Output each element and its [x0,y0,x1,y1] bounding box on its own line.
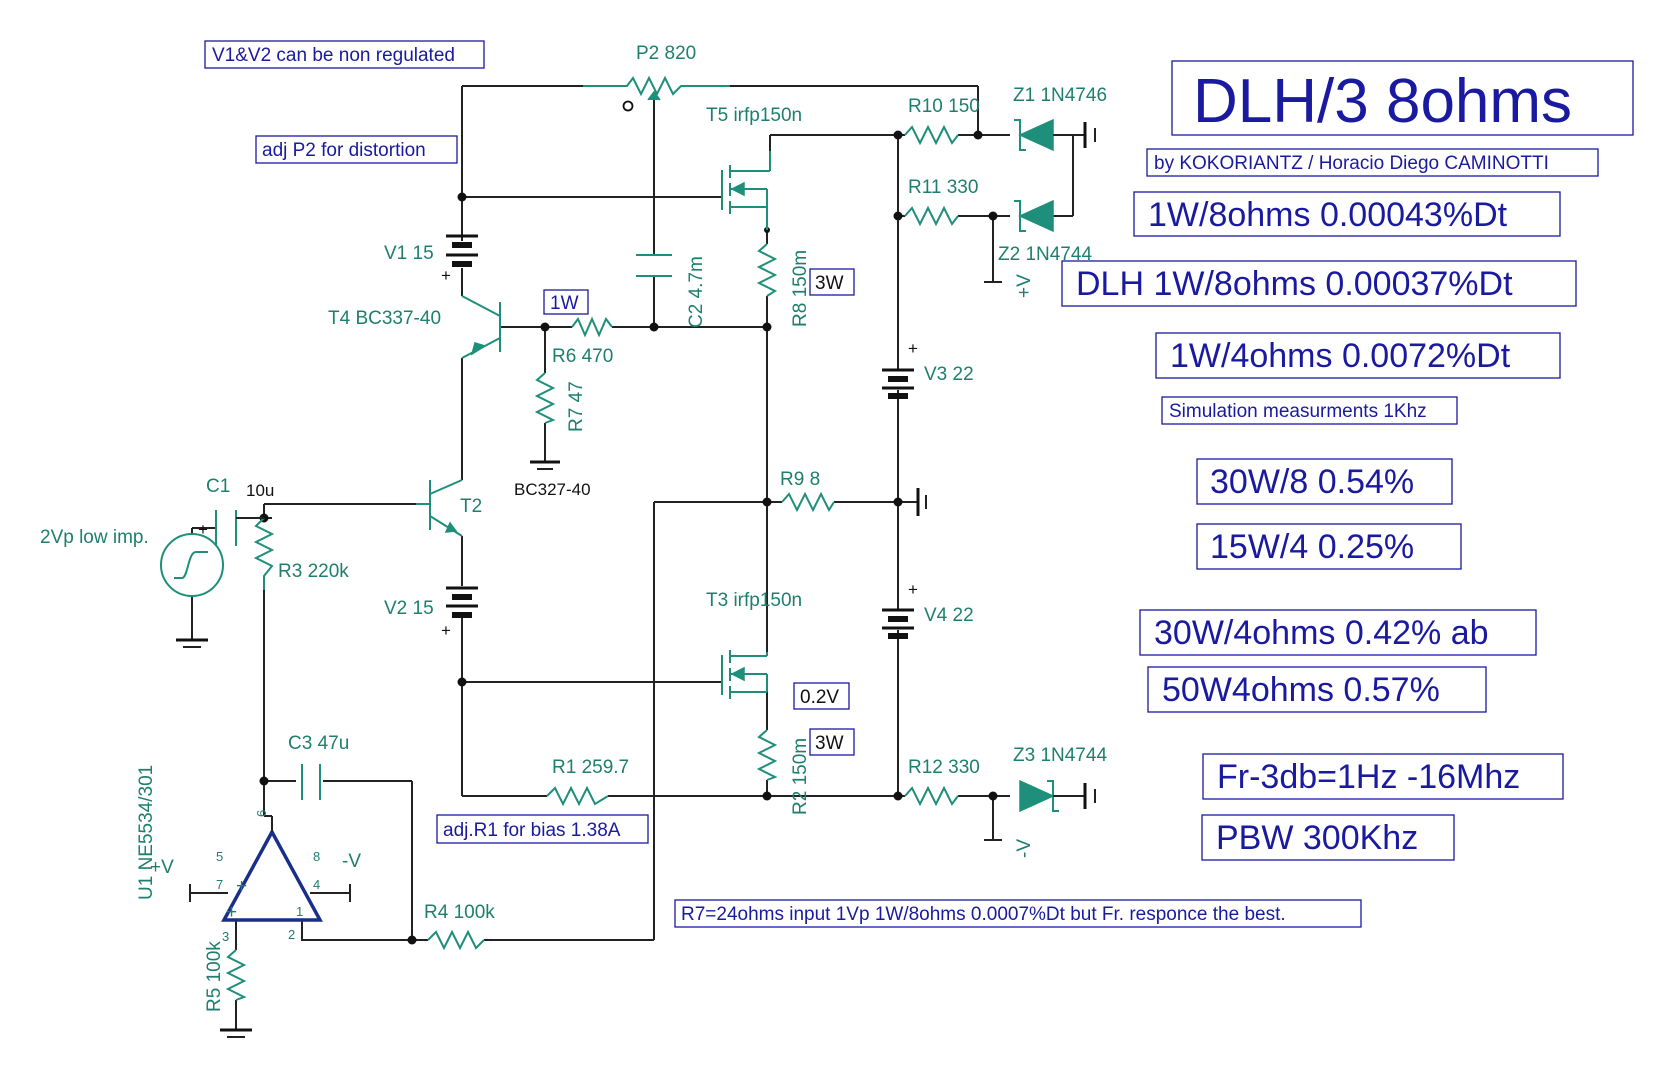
result-1w-4ohms: 1W/4ohms 0.0072%Dt [1170,337,1511,375]
result-50w-4ohms: 50W4ohms 0.57% [1162,671,1440,709]
results-block: 1W/8ohms 0.00043%Dt DLH 1W/8ohms 0.00037… [1061,191,1577,861]
result-pbw: PBW 300Khz [1216,819,1418,857]
capacitors [215,254,672,800]
t2-label: T2 [460,496,482,517]
v3-label: V3 22 [924,364,974,385]
note-r7: R7=24ohms input 1Vp 1W/8ohms 0.0007%Dt b… [681,904,1286,925]
junction-dots [259,130,998,945]
result-1w-8ohms: 1W/8ohms 0.00043%Dt [1148,196,1508,234]
pin3: 3 [222,929,229,944]
pin2: 2 [288,927,295,942]
v4-plus: + [908,580,918,599]
z3-minus-v-label: -V [1014,839,1035,858]
r4-resistor [427,929,485,951]
source-label: 2Vp low imp. [40,527,149,548]
p2-resistor [583,75,730,97]
r5-resistor [225,949,247,1001]
result-15w-4: 15W/4 0.25% [1210,528,1414,566]
resistors [225,75,959,1001]
pin4: 4 [313,877,320,892]
note-3w-r8: 3W [815,273,844,294]
result-30w-4ohms: 30W/4ohms 0.42% ab [1154,614,1489,652]
component-labels: P2 820 T5 irfp150n R10 150 Z1 1N4746 R11… [40,43,1107,1012]
v1-label: V1 15 [384,243,434,264]
r8-resistor [756,243,778,297]
r12-resistor [904,785,959,807]
z1-label: Z1 1N4746 [1013,85,1107,106]
note-0-2v: 0.2V [800,687,839,708]
c2-label: C2 4.7m [686,256,707,328]
opamp-plus-v-label: +V [150,857,174,878]
v1-plus: + [441,266,451,285]
pin5: 5 [216,849,223,864]
r3-label: R3 220k [278,561,349,582]
t5-label: T5 irfp150n [706,105,802,126]
diodes [1014,118,1096,813]
r2-label: R2 150m [790,738,811,815]
r10-resistor [904,124,959,146]
t4-label: T4 BC337-40 [328,308,441,329]
r8-label: R8 150m [790,250,811,327]
r7-label: R7 47 [566,381,587,432]
note-1w: 1W [550,293,579,314]
pin6: 6 [254,810,269,817]
bc327-label: BC327-40 [514,480,591,499]
c1-label: C1 [206,476,230,497]
z2-label: Z2 1N4744 [998,244,1092,265]
r11-label: R11 330 [908,177,978,198]
pin8: 8 [313,849,320,864]
note-adj-p2: adj P2 for distortion [262,140,426,161]
note-3w-r2: 3W [815,733,844,754]
pin1: 1 [296,904,303,919]
title-block: DLH/3 8ohms by KOKORIANTZ / Horacio Dieg… [1146,60,1634,177]
result-sim-note: Simulation measurments 1Khz [1169,401,1427,422]
c1-value: 10u [246,481,274,500]
opamp-plus-sign-2: + [226,902,237,923]
title-author: by KOKORIANTZ / Horacio Diego CAMINOTTI [1154,153,1549,174]
r5-label: R5 100k [204,941,225,1012]
note-adj-r1: adj.R1 for bias 1.38A [443,820,621,841]
opamp-u1 [221,815,323,922]
batteries [446,234,914,639]
v2-label: V2 15 [384,598,434,619]
r9-resistor [781,491,835,513]
result-fr-3db: Fr-3db=1Hz -16Mhz [1217,758,1520,796]
v2-plus: + [441,621,451,640]
v3-plus: + [908,339,918,358]
z3-label: Z3 1N4744 [1013,745,1107,766]
grounds [176,281,1002,1038]
r2-resistor [756,729,778,781]
note-boxes: V1&V2 can be non regulated adj P2 for di… [204,40,1362,928]
transistors [416,151,771,699]
r11-resistor [904,205,959,227]
result-30w-8: 30W/8 0.54% [1210,463,1414,501]
r10-label: R10 150 [908,96,980,117]
r1-resistor [546,785,609,807]
z2-plus-v-label: +V [1014,274,1035,298]
note-v1v2: V1&V2 can be non regulated [212,45,455,66]
r3-resistor [253,517,275,590]
r1-label: R1 259.7 [552,757,629,778]
t3-label: T3 irfp150n [706,590,802,611]
wires [189,85,1074,1030]
p2-label: P2 820 [636,43,696,64]
opamp-minus-v-label: -V [342,851,361,872]
r6-label: R6 470 [552,346,613,367]
c3-label: C3 47u [288,733,349,754]
r7-resistor [534,372,556,424]
r12-label: R12 330 [908,757,980,778]
r9-label: R9 8 [780,469,820,490]
u1-label: U1 NE5534/301 [136,765,157,900]
c1-plus: + [198,520,208,539]
v4-label: V4 22 [924,605,974,626]
r6-resistor [571,316,613,338]
pin7: 7 [216,877,223,892]
opamp-plus-sign: + [236,876,247,897]
r4-label: R4 100k [424,902,495,923]
title-main: DLH/3 8ohms [1193,67,1572,136]
result-dlh-1w-8ohms: DLH 1W/8ohms 0.00037%Dt [1076,265,1513,303]
signal-source [160,533,224,597]
